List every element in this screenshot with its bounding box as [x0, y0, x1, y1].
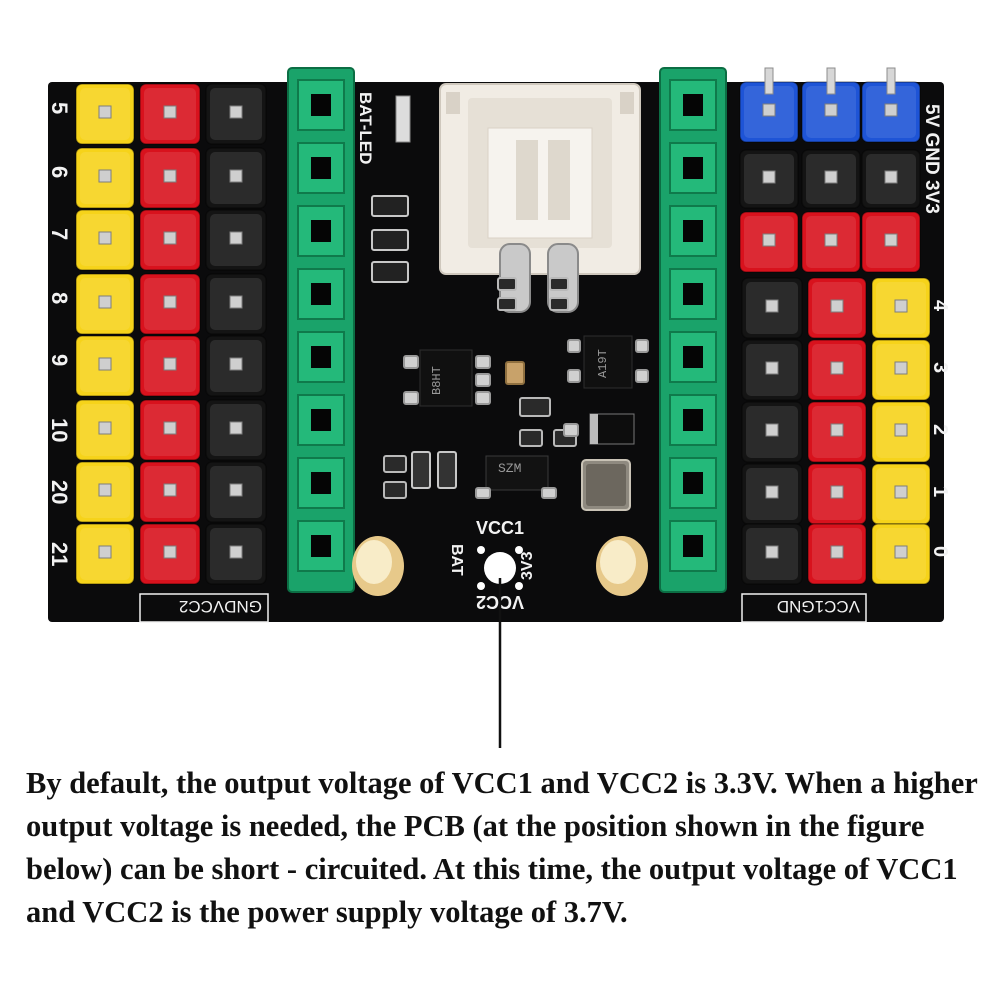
right-pin-number: 3 [929, 362, 951, 373]
black-header-column-right [741, 277, 803, 585]
left-pin-number: 5 [47, 102, 72, 114]
yellow-right-pin-1 [871, 277, 931, 339]
left-pin-number: 20 [47, 480, 72, 504]
left-pin-numbers: 5 6 7 8 9 10 20 21 [47, 102, 72, 566]
left-pin-number: 8 [47, 292, 72, 304]
green-female-header-right [659, 67, 727, 593]
mounting-pad-right [596, 536, 648, 596]
black-pin-4 [205, 273, 267, 335]
red-pin-4 [139, 273, 201, 335]
vcc1-gnd-label: VCC1GND [777, 597, 860, 616]
yellow-right-pin-2 [871, 339, 931, 401]
vcc1-label: VCC1 [476, 518, 524, 538]
red-header-column [139, 83, 201, 585]
black-rail-pin-3 [861, 149, 921, 209]
smd-components [371, 195, 649, 511]
gnd-vcc2-label-box [139, 593, 269, 623]
black-header-column-left [205, 83, 267, 585]
gnd-vcc2-label: GNDVCC2 [179, 597, 262, 616]
right-rail-label: 5V GND 3V3 [921, 104, 942, 214]
yellow-right-pin-4 [871, 463, 931, 525]
right-power-rail-headers [739, 67, 921, 273]
blue-pin-3 [861, 81, 921, 143]
black-pin-5 [205, 335, 267, 397]
red-right-pin-5 [807, 523, 867, 585]
red-pin-8 [139, 523, 201, 585]
yellow-pin-5 [75, 335, 135, 397]
black-pin-1 [205, 83, 267, 145]
caption-text: By default, the output voltage of VCC1 a… [26, 766, 978, 929]
yellow-header-column [75, 83, 135, 585]
red-header-column-right [807, 277, 867, 585]
bat-led [395, 95, 411, 143]
yellow-pin-4 [75, 273, 135, 335]
right-pin-number: 1 [929, 486, 951, 497]
jst-battery-connector [439, 83, 641, 313]
red-pin-5 [139, 335, 201, 397]
red-right-pin-3 [807, 401, 867, 463]
yellow-header-column-right [871, 277, 931, 585]
black-rail-pin-2 [801, 149, 861, 209]
left-pin-number: 6 [47, 166, 72, 178]
yellow-pin-7 [75, 461, 135, 523]
red-pin-1 [139, 83, 201, 145]
red-rail-pin-2 [801, 211, 861, 273]
red-pin-7 [139, 461, 201, 523]
right-pin-number: 0 [929, 546, 951, 557]
red-right-pin-4 [807, 463, 867, 525]
left-pin-number: 21 [47, 542, 72, 566]
3v3-label: 3V3 [519, 551, 536, 580]
right-pin-numbers: 4 3 2 1 0 [929, 300, 951, 557]
vcc1-gnd-label-box [741, 593, 867, 623]
yellow-pin-1 [75, 83, 135, 145]
black-pin-8 [205, 523, 267, 585]
yellow-pin-8 [75, 523, 135, 585]
green-female-header-left [287, 67, 355, 593]
black-pin-2 [205, 147, 267, 209]
black-pin-6 [205, 399, 267, 461]
black-pin-3 [205, 209, 267, 271]
red-right-pin-2 [807, 339, 867, 401]
bat-label: BAT [448, 544, 465, 576]
solder-jumper [477, 546, 523, 590]
black-right-pin-2 [741, 339, 803, 401]
left-pin-number: 10 [47, 418, 72, 442]
chip-mark-3: SZM [498, 461, 521, 476]
chip-mark-2: A19T [596, 349, 610, 378]
black-right-pin-4 [741, 463, 803, 525]
red-pin-6 [139, 399, 201, 461]
black-right-pin-3 [741, 401, 803, 463]
red-pin-2 [139, 147, 201, 209]
yellow-pin-6 [75, 399, 135, 461]
yellow-pin-2 [75, 147, 135, 209]
bat-led-label: BAT-LED [356, 92, 375, 164]
black-pin-7 [205, 461, 267, 523]
red-rail-pin-1 [739, 211, 799, 273]
black-right-pin-5 [741, 523, 803, 585]
yellow-pin-3 [75, 209, 135, 271]
yellow-right-pin-5 [871, 523, 931, 585]
left-pin-number: 9 [47, 354, 72, 366]
right-pin-number: 4 [929, 300, 951, 312]
black-right-pin-1 [741, 277, 803, 339]
red-rail-pin-3 [861, 211, 921, 273]
black-rail-pin-1 [739, 149, 799, 209]
yellow-right-pin-3 [871, 401, 931, 463]
red-pin-3 [139, 209, 201, 271]
right-pin-number: 2 [929, 424, 951, 435]
mounting-pad-left [352, 536, 404, 596]
red-right-pin-1 [807, 277, 867, 339]
blue-pin-1 [739, 81, 799, 143]
chip-mark-1: B8HT [430, 366, 444, 395]
left-pin-number: 7 [47, 228, 72, 240]
